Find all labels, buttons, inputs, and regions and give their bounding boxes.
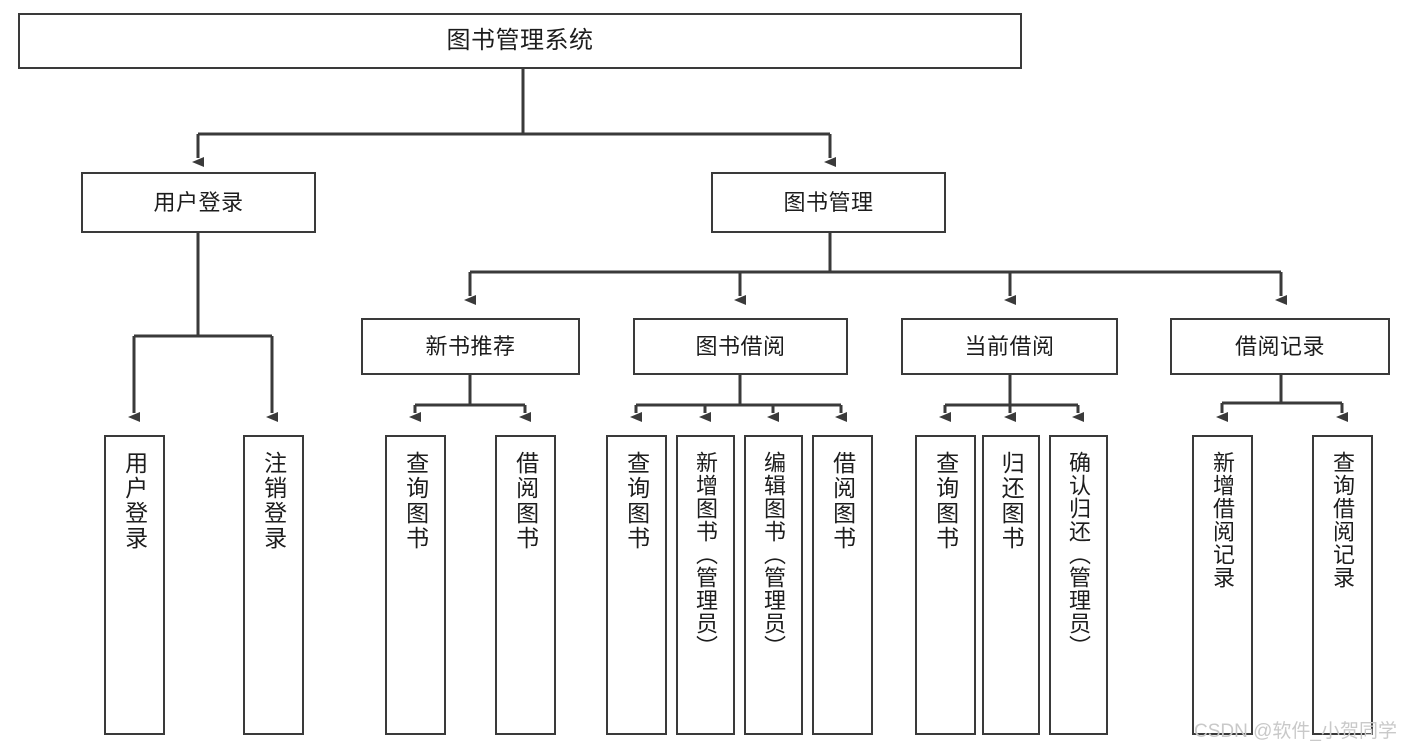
- leaf-user-login-label: 用户登录: [121, 451, 148, 551]
- leaf-borrow-book-newbook-label: 借阅图书: [512, 451, 539, 551]
- leaf-borrow-book-newbook[interactable]: 借阅图书: [495, 435, 556, 735]
- leaf-logout-label: 注销登录: [260, 451, 287, 551]
- leaf-query-book-newbook[interactable]: 查询图书: [385, 435, 446, 735]
- leaf-confirm-return-admin[interactable]: 确认归还（管理员）: [1049, 435, 1108, 735]
- leaf-borrow-book-label: 借阅图书: [829, 451, 856, 551]
- leaf-add-borrow-record[interactable]: 新增借阅记录: [1192, 435, 1253, 735]
- leaf-return-book-label: 归还图书: [998, 451, 1025, 551]
- node-current-borrow[interactable]: 当前借阅: [901, 318, 1118, 375]
- node-user-login[interactable]: 用户登录: [81, 172, 316, 233]
- leaf-add-book-admin[interactable]: 新增图书（管理员）: [676, 435, 735, 735]
- node-borrow-records-label: 借阅记录: [1234, 333, 1325, 359]
- leaf-user-login[interactable]: 用户登录: [104, 435, 165, 735]
- leaf-query-borrow-record[interactable]: 查询借阅记录: [1312, 435, 1373, 735]
- leaf-query-book-newbook-label: 查询图书: [402, 451, 429, 551]
- leaf-add-book-admin-label: 新增图书（管理员）: [693, 451, 719, 658]
- leaf-query-book-current[interactable]: 查询图书: [915, 435, 976, 735]
- leaf-borrow-book[interactable]: 借阅图书: [812, 435, 873, 735]
- node-current-borrow-label: 当前借阅: [964, 333, 1055, 359]
- leaf-confirm-return-admin-label: 确认归还（管理员）: [1066, 451, 1092, 658]
- leaf-query-book-borrow[interactable]: 查询图书: [606, 435, 667, 735]
- node-root-label: 图书管理系统: [446, 27, 594, 54]
- leaf-add-borrow-record-label: 新增借阅记录: [1210, 451, 1236, 589]
- leaf-edit-book-admin[interactable]: 编辑图书（管理员）: [744, 435, 803, 735]
- node-new-book-recommend[interactable]: 新书推荐: [361, 318, 580, 375]
- leaf-return-book[interactable]: 归还图书: [982, 435, 1040, 735]
- node-new-book-recommend-label: 新书推荐: [425, 333, 516, 359]
- leaf-query-book-current-label: 查询图书: [932, 451, 959, 551]
- node-book-borrow-label: 图书借阅: [695, 333, 786, 359]
- node-user-login-label: 用户登录: [153, 189, 244, 215]
- node-book-borrow[interactable]: 图书借阅: [633, 318, 848, 375]
- leaf-query-borrow-record-label: 查询借阅记录: [1330, 451, 1356, 589]
- leaf-logout[interactable]: 注销登录: [243, 435, 304, 735]
- node-book-management-label: 图书管理: [783, 189, 874, 215]
- node-book-management[interactable]: 图书管理: [711, 172, 946, 233]
- leaf-query-book-borrow-label: 查询图书: [623, 451, 650, 551]
- node-root[interactable]: 图书管理系统: [18, 13, 1022, 69]
- leaf-edit-book-admin-label: 编辑图书（管理员）: [761, 451, 787, 658]
- node-borrow-records[interactable]: 借阅记录: [1170, 318, 1390, 375]
